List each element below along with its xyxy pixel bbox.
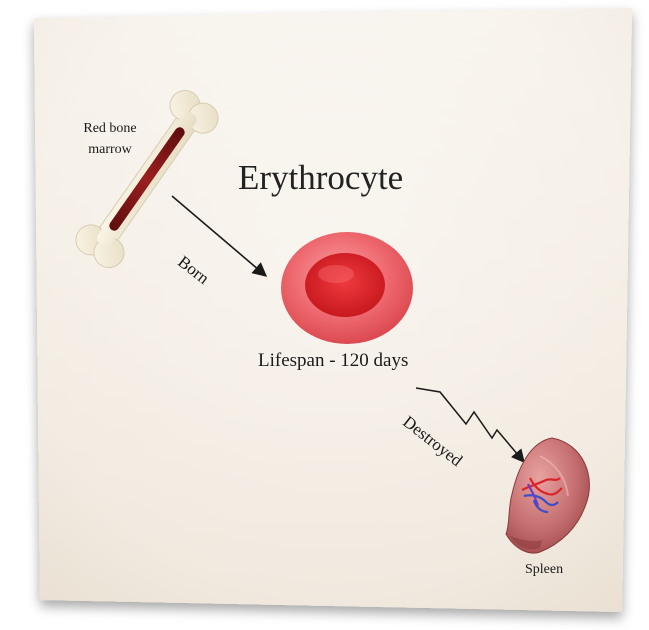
spleen-label: Spleen xyxy=(525,562,563,578)
red-blood-cell-icon xyxy=(281,232,413,344)
bone-marrow-label: Red bone marrow xyxy=(62,118,158,160)
bone-marrow-label-line-2: marrow xyxy=(62,139,158,160)
bone-marrow-label-line-1: Red bone xyxy=(62,118,158,139)
diagram-title: Erythrocyte xyxy=(238,158,403,198)
lifespan-label: Lifespan - 120 days xyxy=(258,350,408,372)
